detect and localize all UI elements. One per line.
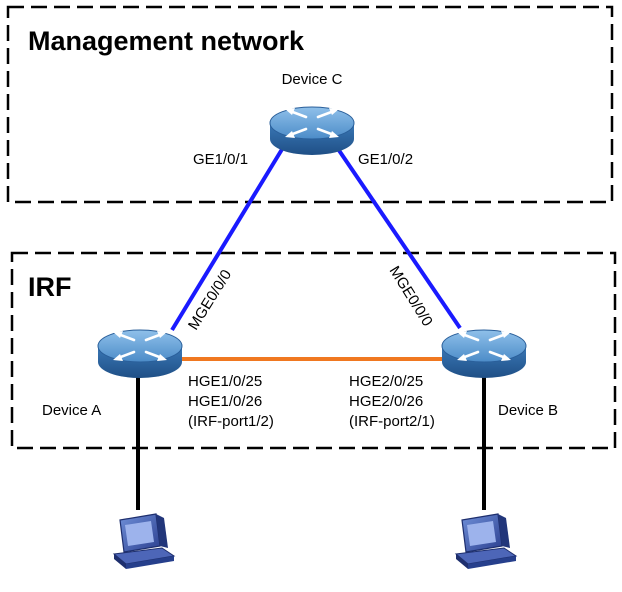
device-a-irf-port-1: HGE1/0/25: [188, 373, 262, 390]
device-c-port-right: GE1/0/2: [358, 151, 413, 168]
device-a-irf-port-2: HGE1/0/26: [188, 393, 262, 410]
device-c-label: Device C: [282, 71, 343, 88]
device-a-switch-icon: [96, 328, 184, 380]
link-b-c: [334, 144, 462, 330]
irf-region: [10, 251, 617, 450]
device-b-mgmt-port: MGE0/0/0: [386, 263, 436, 329]
device-a-label: Device A: [42, 402, 101, 419]
device-b-irf-port-2: HGE2/0/26: [349, 393, 423, 410]
device-a-irf-port-3: (IRF-port1/2): [188, 413, 274, 430]
device-b-label: Device B: [498, 402, 558, 419]
link-a-c: [170, 144, 286, 332]
host-a-pc-icon: [113, 513, 175, 570]
management-network-region: [6, 5, 614, 204]
device-c-port-left: GE1/0/1: [193, 151, 248, 168]
device-b-irf-port-3: (IRF-port2/1): [349, 413, 435, 430]
device-b-irf-port-1: HGE2/0/25: [349, 373, 423, 390]
device-c-switch-icon: [268, 105, 356, 157]
irf-title: IRF: [28, 272, 72, 302]
device-b-switch-icon: [440, 328, 528, 380]
host-b-pc-icon: [455, 513, 517, 570]
management-network-title: Management network: [28, 26, 305, 56]
